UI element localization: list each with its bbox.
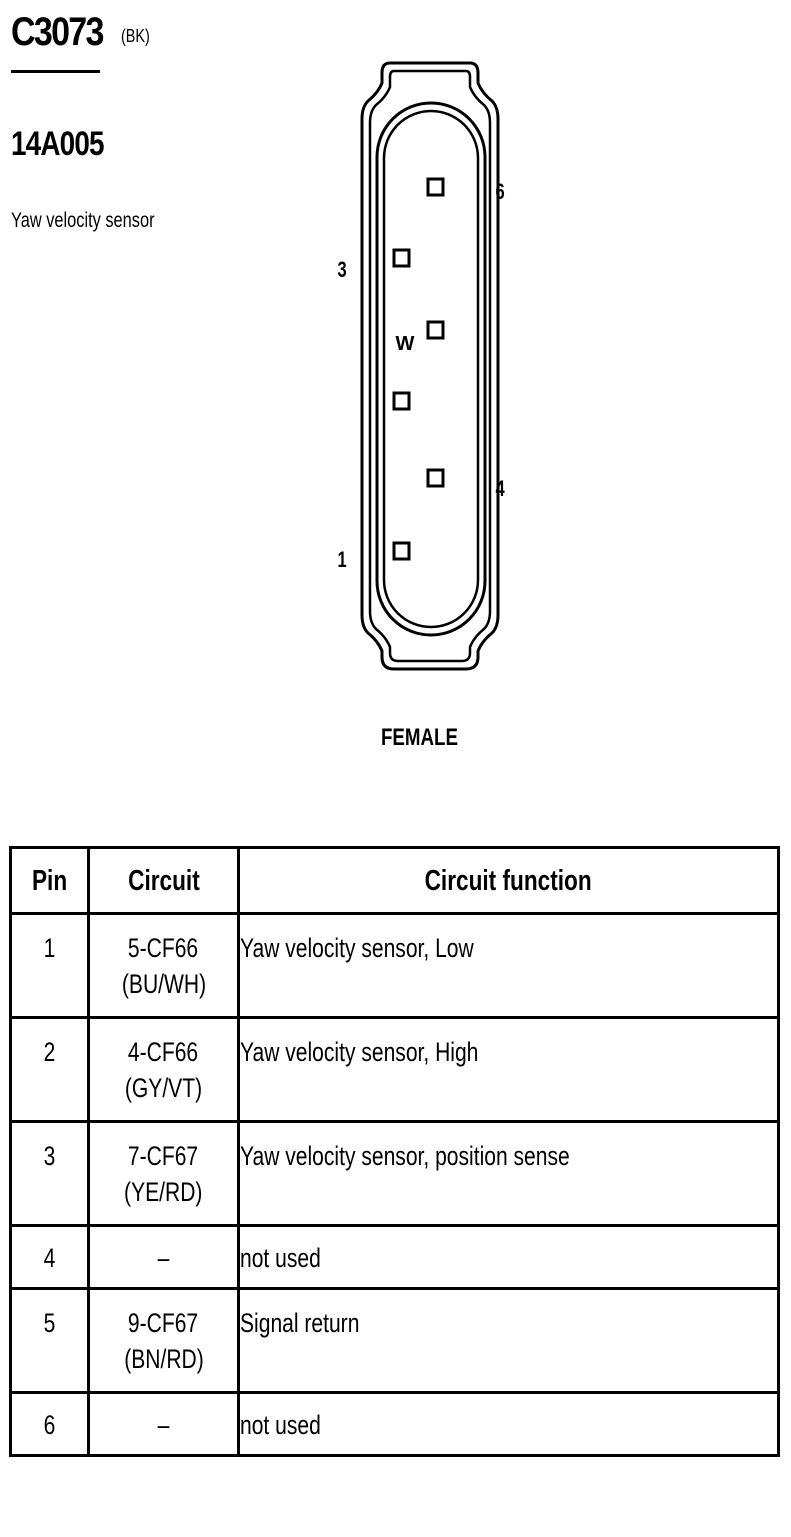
terminal-2 bbox=[392, 391, 411, 411]
table-header-row: Pin Circuit Circuit function bbox=[9, 846, 780, 915]
connector-housing-outer bbox=[360, 61, 500, 671]
cell-pin: 3 bbox=[9, 1120, 90, 1227]
cell-function: Yaw velocity sensor, Low bbox=[237, 912, 780, 1019]
table-row: 3 7-CF67(YE/RD) Yaw velocity sensor, pos… bbox=[9, 1120, 780, 1227]
cell-circuit: 4-CF66(GY/VT) bbox=[87, 1016, 240, 1123]
connector-id-underline bbox=[11, 70, 100, 73]
cell-circuit: – bbox=[87, 1391, 240, 1457]
table-row: 1 5-CF66(BU/WH) Yaw velocity sensor, Low bbox=[9, 912, 780, 1019]
table-row: 4 – not used bbox=[9, 1224, 780, 1290]
table-row: 6 – not used bbox=[9, 1391, 780, 1457]
cell-pin: 1 bbox=[9, 912, 90, 1019]
pin-label-4: 4 bbox=[495, 476, 505, 501]
header-pin: Pin bbox=[9, 846, 90, 915]
pin-label-6: 6 bbox=[495, 179, 505, 204]
cell-pin: 2 bbox=[9, 1016, 90, 1123]
terminal-4 bbox=[426, 468, 445, 488]
cell-function: Yaw velocity sensor, position sense bbox=[237, 1120, 780, 1227]
connector-housing-inner bbox=[368, 69, 492, 663]
cell-function: Signal return bbox=[237, 1287, 780, 1394]
face-marker: W bbox=[396, 333, 415, 355]
connector-cavity-inner bbox=[382, 109, 480, 629]
part-description: Yaw velocity sensor bbox=[11, 209, 155, 232]
cell-function: Yaw velocity sensor, High bbox=[237, 1016, 780, 1123]
pin-label-3: 3 bbox=[337, 257, 347, 282]
header-circuit: Circuit bbox=[87, 846, 240, 915]
cell-circuit: – bbox=[87, 1224, 240, 1290]
cell-pin: 4 bbox=[9, 1224, 90, 1290]
connector-id: C3073 bbox=[11, 10, 104, 54]
cell-circuit: 9-CF67(BN/RD) bbox=[87, 1287, 240, 1394]
table-row: 5 9-CF67(BN/RD) Signal return bbox=[9, 1287, 780, 1394]
part-number: 14A005 bbox=[11, 125, 105, 163]
view-label: FEMALE bbox=[381, 724, 458, 751]
cell-circuit: 5-CF66(BU/WH) bbox=[87, 912, 240, 1019]
cell-circuit: 7-CF67(YE/RD) bbox=[87, 1120, 240, 1227]
cell-function: not used bbox=[237, 1224, 780, 1290]
cell-pin: 6 bbox=[9, 1391, 90, 1457]
pin-label-1: 1 bbox=[337, 547, 347, 572]
terminal-1 bbox=[392, 541, 411, 561]
pinout-table: Pin Circuit Circuit function 1 5-CF66(BU… bbox=[9, 846, 780, 1457]
terminal-3 bbox=[392, 248, 411, 268]
terminal-5 bbox=[426, 320, 445, 340]
header-function: Circuit function bbox=[237, 846, 780, 915]
terminal-6 bbox=[426, 177, 445, 197]
table-row: 2 4-CF66(GY/VT) Yaw velocity sensor, Hig… bbox=[9, 1016, 780, 1123]
connector-face-diagram: W bbox=[360, 61, 500, 671]
connector-cavity-outer bbox=[375, 101, 487, 637]
cell-pin: 5 bbox=[9, 1287, 90, 1394]
cell-function: not used bbox=[237, 1391, 780, 1457]
connector-color: (BK) bbox=[121, 26, 150, 46]
